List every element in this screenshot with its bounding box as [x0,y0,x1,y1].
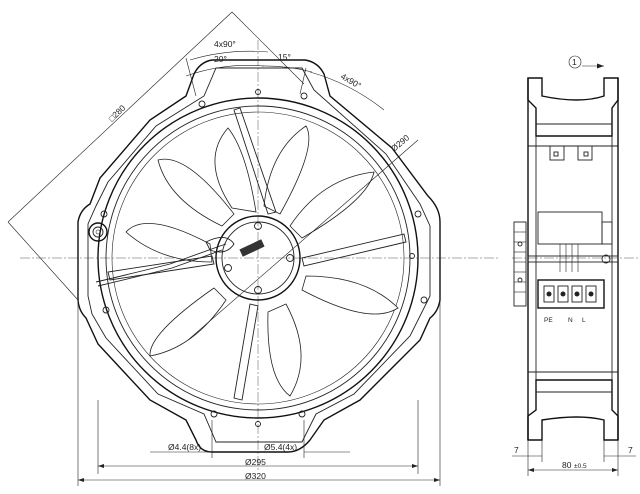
housing-outline [77,59,441,453]
cable-gland [88,222,108,242]
dim-angle-holes-2: 4x90° [339,71,363,91]
top-flange [527,77,619,137]
cable [95,243,227,287]
fan-blades [125,125,399,397]
front-view: 4x90° 20° 15° 4x90° □280 Ø290 [7,11,500,486]
flow-marker [568,55,582,69]
svg-text:1: 1 [572,57,577,67]
terminal-n: N [568,317,573,324]
hub-label [239,239,265,257]
square-dimension [7,11,305,301]
dim-diameter-290: Ø290 [389,132,412,153]
side-dimensions [512,440,636,476]
dim-outer-diameter: Ø320 [245,471,266,481]
dim-hole-small: Ø4.4(8x) [168,442,201,452]
terminal-l: L [582,317,586,324]
motor-block [537,211,603,245]
dim-angle-holes: 4x90° [214,39,236,49]
angle-dimensions [185,50,385,111]
dim-angle-20: 20° [214,54,227,64]
dim-angle-15: 15° [278,52,291,62]
terminal-pe: PE [544,317,553,324]
outer-ring [97,97,419,419]
hub [215,215,301,301]
dim-right-flange: 7 [628,445,633,455]
struts [107,107,407,401]
dim-left-flange: 7 [514,445,519,455]
mounting-holes [100,89,428,427]
dim-depth: 80 [562,460,572,470]
bottom-dimensions [77,300,441,486]
side-view: 1 [512,55,638,476]
bottom-flange [527,379,619,441]
dim-depth-tol: ±0.5 [574,463,587,470]
cooling-fins [513,221,527,307]
dim-inner-diameter: Ø295 [245,457,266,467]
terminal-block [537,279,605,309]
dim-hole-large: Ø5.4(4x) [264,442,297,452]
